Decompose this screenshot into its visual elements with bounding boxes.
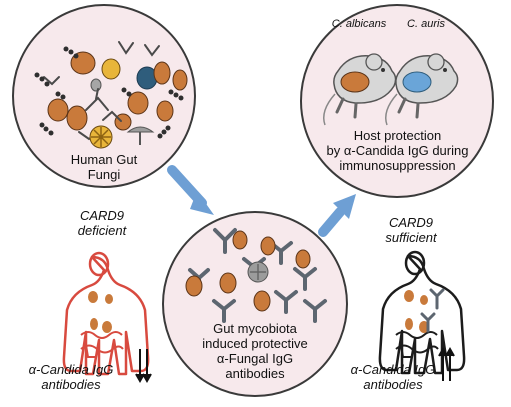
host-protection-line3: immunosuppression xyxy=(339,157,456,173)
card9-sufficient-antibody-line1: α-Candida IgG xyxy=(350,362,436,377)
host-protection-line2: by α-Candida IgG during xyxy=(326,142,469,158)
mycobiota-line1: Gut mycobiota xyxy=(213,321,297,336)
card9-sufficient-line2: sufficient xyxy=(385,229,437,245)
card9-deficient-antibody-line1: α-Candida IgG xyxy=(28,362,114,377)
host-protection-label: Host protection by α-Candida IgG during … xyxy=(326,128,469,174)
host-protection-circle xyxy=(300,4,494,198)
mycobiota-circle xyxy=(162,211,348,397)
gut-fungi-line1: Human Gut xyxy=(70,152,138,167)
down-trend-arrows xyxy=(135,349,152,384)
mycobiota-fungi xyxy=(185,230,311,312)
mouse-auris xyxy=(385,53,459,126)
mycobiota-label: Gut mycobiota induced protective α-Funga… xyxy=(181,321,329,382)
mycobiota-line4: antibodies xyxy=(225,365,285,381)
card9-deficient-antibody-line2: antibodies xyxy=(41,376,101,392)
flow-arrow-1 xyxy=(167,165,214,215)
mouse-albicans-label: C. albicans xyxy=(331,18,387,30)
card9-sufficient-body xyxy=(378,250,466,375)
dark-beads xyxy=(34,46,184,139)
mouse-auris-label: C. auris xyxy=(407,18,445,30)
yellow-flower-fungus xyxy=(89,125,113,149)
card9-deficient-body xyxy=(62,251,150,376)
up-trend-arrows xyxy=(438,346,455,381)
card9-deficient-line2: deficient xyxy=(77,222,127,238)
card9-deficient-antibody-label: α-Candida IgG antibodies xyxy=(17,362,125,393)
card9-deficient-line1: CARD9 xyxy=(79,208,125,223)
mouse-albicans xyxy=(323,53,397,126)
mycobiota-line2: induced protective xyxy=(202,335,308,351)
card9-sufficient-line1: CARD9 xyxy=(388,215,434,230)
mycobiota-line3: α-Fungal IgG xyxy=(216,350,294,366)
flow-arrow-2 xyxy=(318,194,356,237)
gut-fungi-label: Human Gut Fungi xyxy=(57,152,151,183)
gut-fungi-circle xyxy=(12,4,196,188)
card9-sufficient-title: CARD9 sufficient xyxy=(382,215,440,246)
card9-deficient-title: CARD9 deficient xyxy=(74,208,130,239)
mushroom-fungus xyxy=(126,126,155,145)
card9-sufficient-antibody-line2: antibodies xyxy=(363,376,423,392)
branched-hyphae xyxy=(43,41,160,141)
host-protection-line1: Host protection xyxy=(353,128,442,143)
gut-fungi-line2: Fungi xyxy=(87,166,121,182)
card9-sufficient-antibody-label: α-Candida IgG antibodies xyxy=(340,362,446,393)
